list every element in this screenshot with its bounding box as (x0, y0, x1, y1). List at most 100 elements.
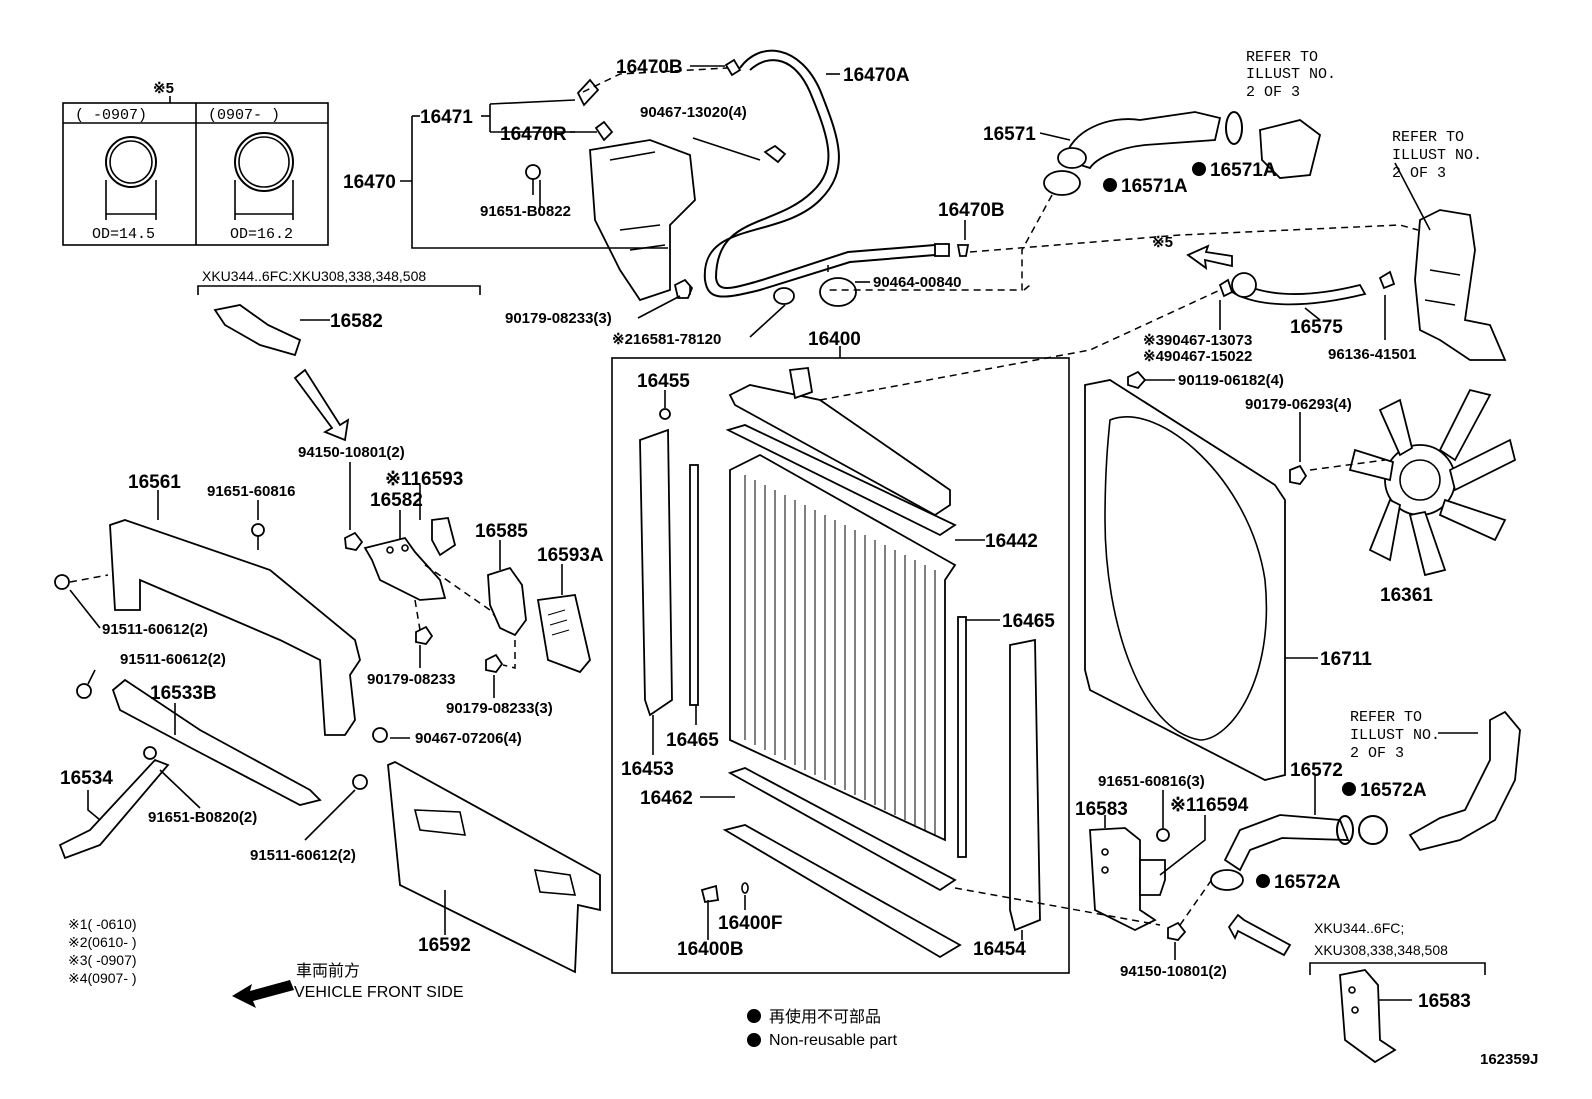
nonreusable-dot-16571A-a (1103, 178, 1117, 192)
stay-16534 (58, 758, 170, 860)
seal-16465-right (957, 616, 967, 858)
callout-16572A-b: 16572A (1274, 872, 1341, 893)
callout-91511-60612-c: 91511-60612(2) (250, 847, 356, 864)
direction-en: VEHICLE FRONT SIDE (294, 984, 464, 1001)
upper-radiator-hose: 16571 16571A 16571A REFER TO ILLUST NO. … (828, 49, 1336, 291)
core-fins (744, 475, 936, 835)
hose-16571-end (1057, 147, 1087, 169)
reservoir-cap (576, 78, 600, 107)
radiator-support-16561 (109, 519, 361, 736)
callout-16582-mid: 16582 (370, 490, 423, 511)
direction-jp: 車両前方 (296, 962, 360, 980)
nut-90179-08233-mid-icon (415, 625, 434, 645)
vehicle-front-direction: 車両前方 VEHICLE FRONT SIDE (232, 962, 464, 1008)
callout-16400B: 16400B (677, 939, 744, 960)
callout-16400: 16400 (808, 329, 861, 350)
callout-16470B-top: 16470B (616, 57, 683, 78)
lower-hose-group: 91651-60816(3) 16583 ※116594 16572 16572… (954, 709, 1521, 1064)
callout-90179-08233-3-mid: 90179-08233(3) (446, 700, 553, 717)
illustration-id: 162359J (1480, 1051, 1538, 1068)
hose-clamp-inset: ※5 ( -0907) (0907- ) OD=14.5 OD=16.2 (62, 80, 329, 246)
bracket-16582-mid (363, 536, 447, 601)
callout-16592: 16592 (418, 935, 471, 956)
bolt-90467-07206-icon (372, 727, 388, 743)
hose-16572 (1223, 814, 1350, 872)
bolt-91651-b0822-icon (525, 164, 541, 180)
callout-16471: 16471 (420, 107, 473, 128)
clamp-16572A-upper-icon (1358, 815, 1388, 845)
bolt-16455-icon (659, 408, 671, 420)
clamp-16571A-upper-icon (1225, 111, 1243, 145)
callout-16470R: 16470R (500, 124, 567, 145)
legend-dot-icon-2 (747, 1033, 761, 1047)
callout-16400F: 16400F (718, 913, 782, 934)
footnote-2: ※2(0610- ) (68, 934, 137, 950)
callout-16582-top: 16582 (330, 311, 383, 332)
callout-16442: 16442 (985, 531, 1038, 552)
bracket-16583-mid (1089, 827, 1157, 932)
inset-col1-header: ( -0907) (75, 107, 147, 124)
legend-dot-icon (747, 1009, 761, 1023)
nut-90179-08233-3-mid-icon (485, 653, 504, 673)
callout-91651-B0820: 91651-B0820(2) (148, 809, 257, 826)
clamp-90464-00840-icon (819, 277, 857, 307)
callout-16561: 16561 (128, 472, 181, 493)
stay-16533B (111, 678, 322, 806)
callout-16572: 16572 (1290, 760, 1343, 781)
model-note-right-line2: XKU308,338,348,508 (1314, 942, 1448, 958)
refer-top-line3: 2 OF 3 (1246, 84, 1300, 101)
reservoir-tank-assembly: 16470 16471 16470R 91651-B0822 90179-082… (343, 67, 728, 327)
fan-16361 (1348, 388, 1517, 577)
inset-col2-od: OD=16.2 (230, 226, 293, 243)
clamp-16581-78120-icon (773, 287, 795, 305)
footnote-1: ※1( -0610) (68, 916, 137, 932)
clamp-90467-13073-icon (1218, 278, 1234, 298)
bracket-16585 (487, 566, 527, 637)
clamp-16572A-lower-icon (1210, 869, 1244, 891)
callout-16711: 16711 (1320, 649, 1372, 670)
hose-16571 (1063, 111, 1222, 170)
callout-16462: 16462 (640, 788, 693, 809)
callout-16465-left: 16465 (666, 730, 719, 751)
callout-90467-13020: 90467-13020(4) (640, 104, 747, 121)
callout-16470A: 16470A (843, 65, 910, 86)
radiator-assembly-box: 16400 16455 16442 16465 164 (611, 329, 1070, 974)
overflow-hose: 16470B 16470A 90467-13020(4) 16470B 9046… (612, 49, 1005, 348)
clamp-90467-13020-icon (763, 144, 787, 164)
inset-col2-header: (0907- ) (208, 107, 280, 124)
callout-94150-10801-top: 94150-10801(2) (298, 444, 405, 461)
callout-91511-60612-a: 91511-60612(2) (102, 621, 208, 638)
callout-16583-bot: 16583 (1418, 991, 1471, 1012)
bolt-91651-B0820-icon (143, 746, 157, 760)
nonreusable-dot-16572A-b (1256, 874, 1270, 888)
callout-16583-mid: 16583 (1075, 799, 1128, 820)
bracket-16593A (536, 593, 591, 674)
callout-90467-15022: ※490467-15022 (1143, 348, 1252, 365)
callout-90467-13073: ※390467-13073 (1143, 332, 1252, 349)
gasket-16442 (725, 424, 957, 537)
inset-col1-od: OD=14.5 (92, 226, 155, 243)
legend-en: Non-reusable part (769, 1032, 898, 1049)
callout-91651-60816-left: 91651-60816 (207, 483, 295, 500)
arrow-up-left-icon (1227, 913, 1292, 957)
callout-16594: ※116594 (1170, 795, 1249, 816)
arrow-down-icon (293, 368, 350, 442)
refer-right-line1: REFER TO (1392, 129, 1464, 146)
callout-16571: 16571 (983, 124, 1036, 145)
callout-16455: 16455 (637, 371, 690, 392)
shield-16592 (387, 760, 601, 974)
callout-16571A-a: 16571A (1121, 176, 1188, 197)
lower-tank (722, 824, 962, 959)
callout-91511-60612-b: 91511-60612(2) (120, 651, 226, 668)
side-member-16454 (1009, 638, 1041, 932)
callout-16572A-a: 16572A (1360, 780, 1427, 801)
refer-bottom-line3: 2 OF 3 (1350, 745, 1404, 762)
reservoir-right (1414, 209, 1507, 361)
callout-90464-00840: 90464-00840 (873, 274, 961, 291)
fan-shroud-group: 90119-06182(4) 90179-06293(4) 16361 1671… (819, 289, 1517, 781)
footnotes: ※1( -0610) ※2(0610- ) ※3( -0907) ※4(0907… (68, 916, 137, 986)
hose-end (934, 243, 950, 257)
callout-16454: 16454 (973, 939, 1026, 960)
hose-16575-group: ※5 16575 ※390467-13073 ※490467-15022 961… (969, 129, 1507, 365)
